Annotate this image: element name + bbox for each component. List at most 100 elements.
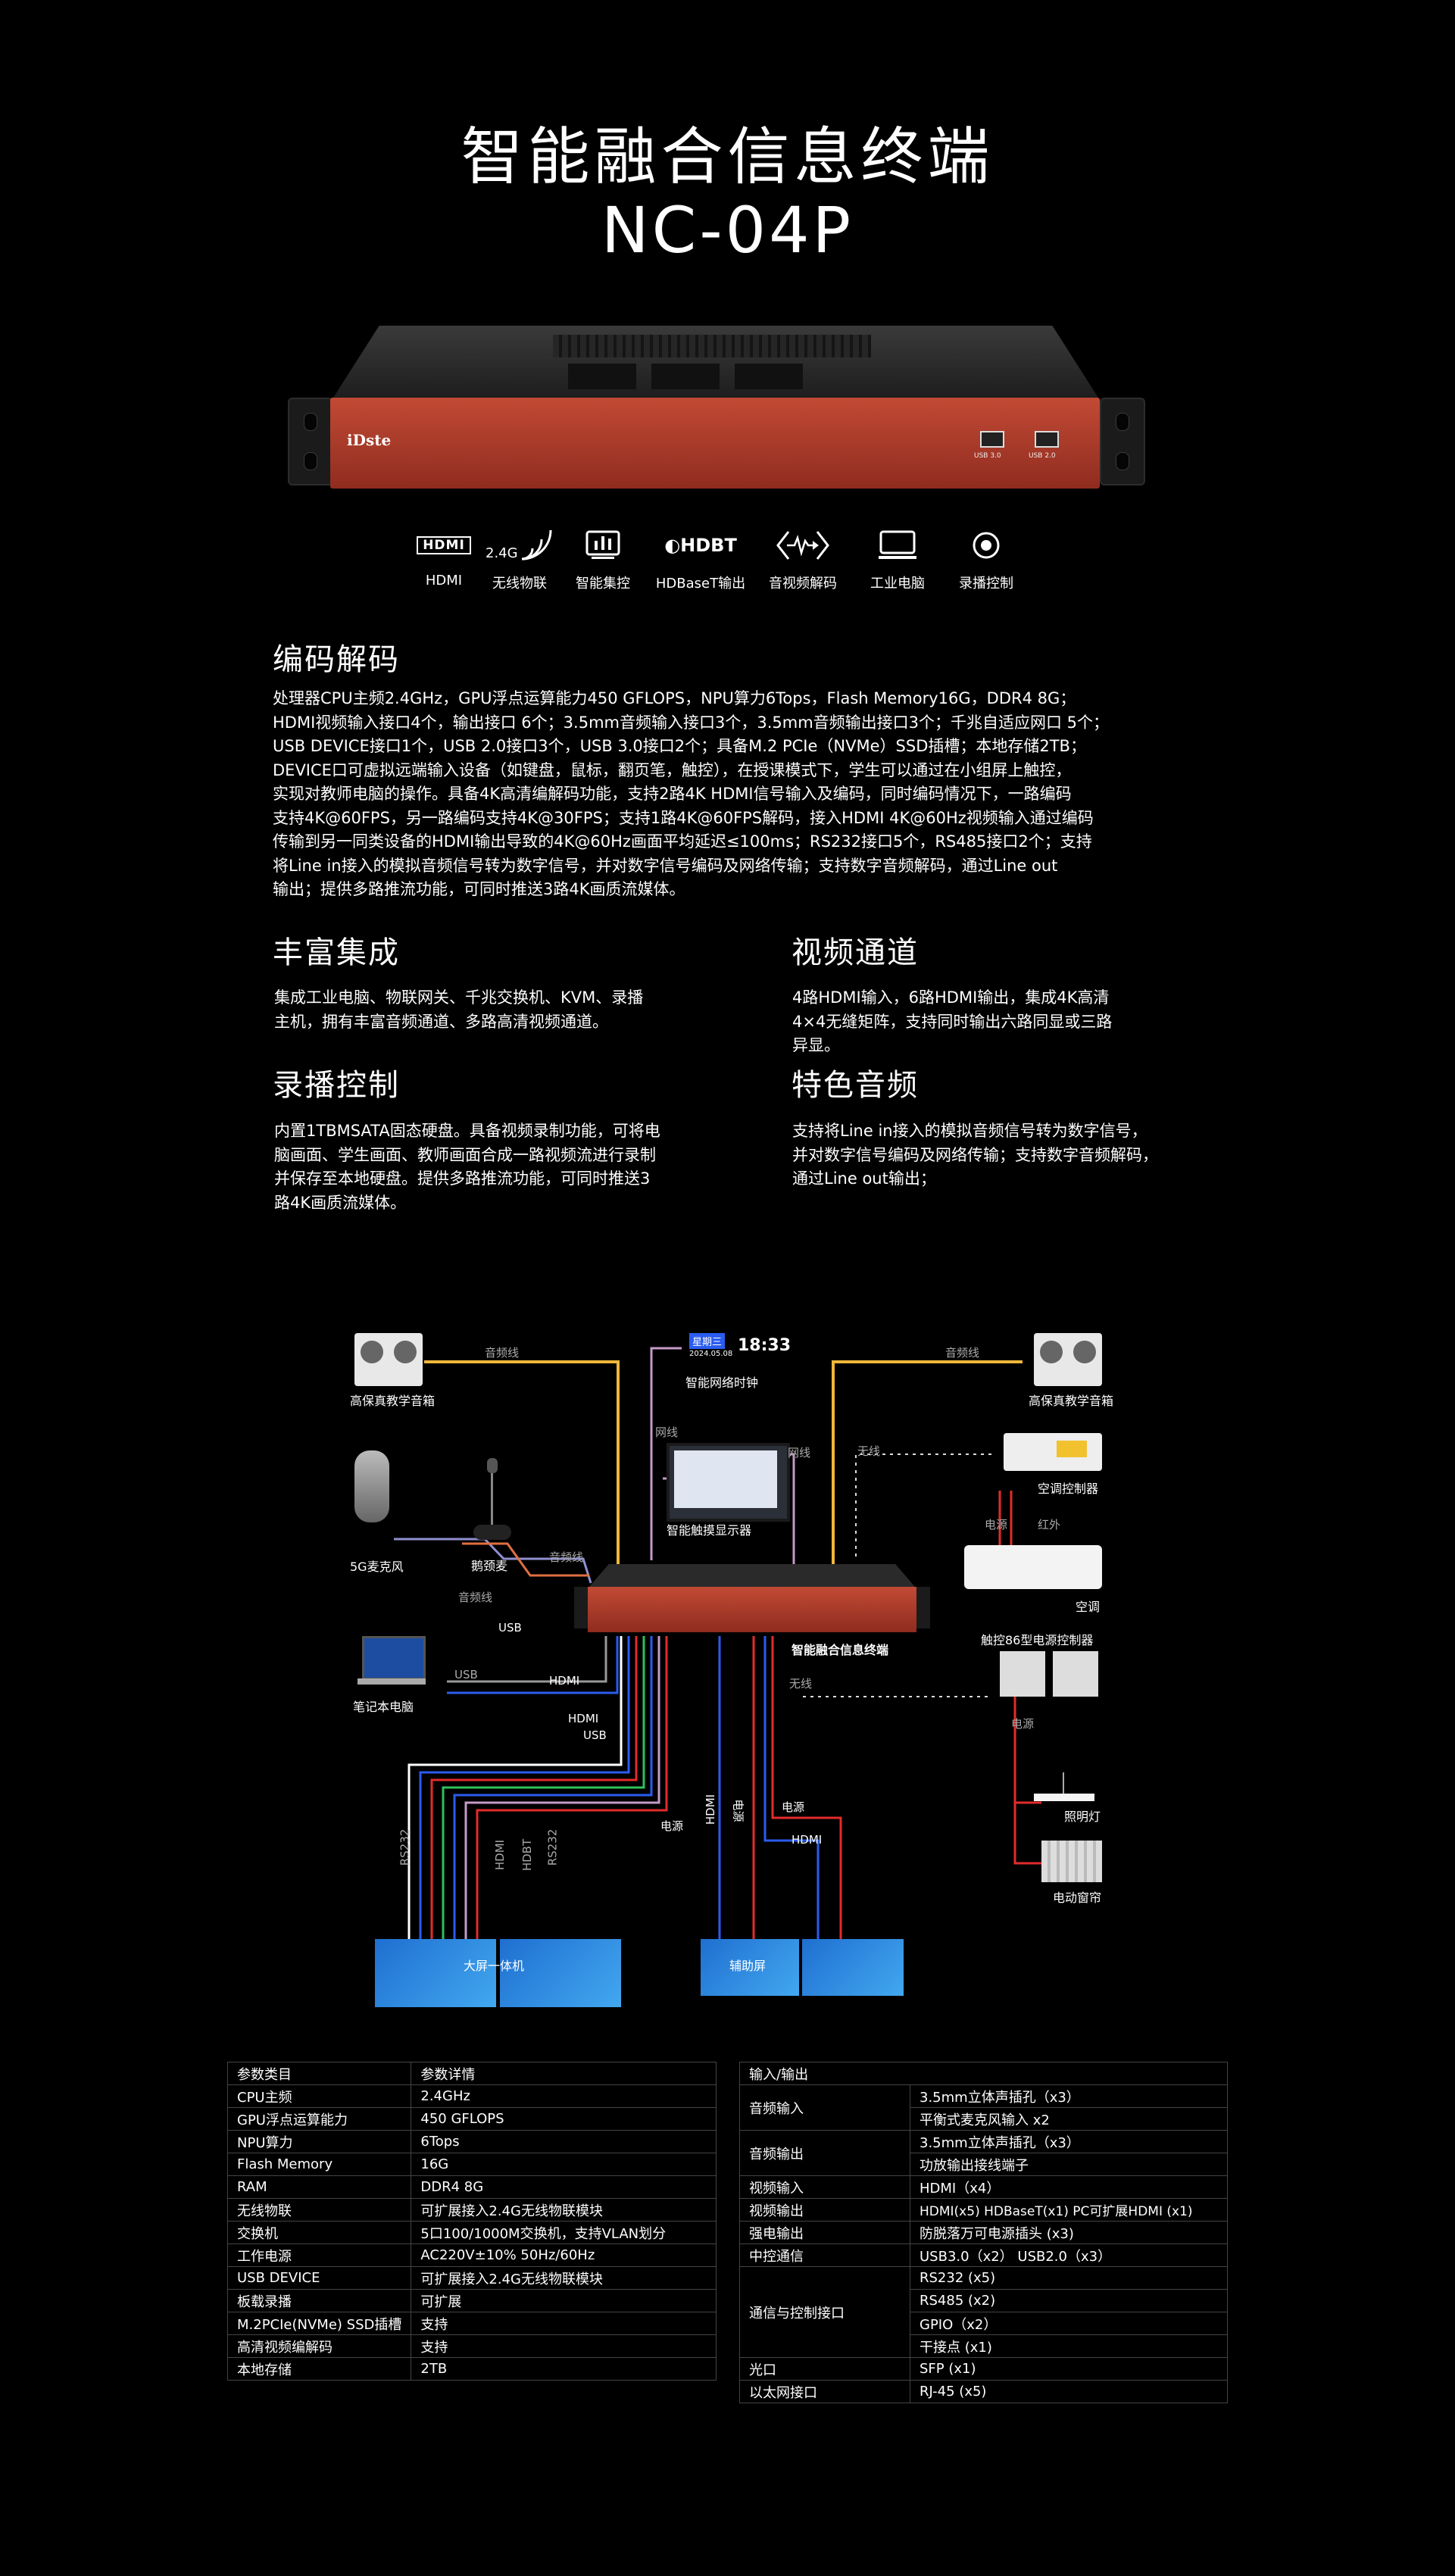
big-screen-caption: 大屏一体机: [464, 1959, 525, 1973]
wire-label-power-aux: 电源: [782, 1800, 805, 1814]
hdmi-icon: HDMI: [417, 536, 471, 554]
table-row: M.2PCIe(NVMe) SSD插槽支持: [226, 2312, 717, 2335]
section-title-audio: 特色音频: [792, 1068, 919, 1103]
laptop-label: 笔记本电脑: [353, 1700, 414, 1714]
av-codec-icon: [776, 531, 829, 560]
record-icon: [973, 532, 1000, 559]
product-title: 智能融合信息终端: [461, 121, 994, 193]
section-body-video: 4路HDMI输入，6路HDMI输出，集成4K高清 4×4无缝矩阵，支持同时输出六…: [792, 988, 1113, 1054]
touch-display-label: 智能触摸显示器: [667, 1523, 752, 1538]
gooseneck-label: 鹅颈麦: [471, 1559, 508, 1573]
smart-control-icon: [585, 530, 620, 559]
table-row: 功放输出接线端子: [740, 2153, 1228, 2176]
lighting: [1034, 1772, 1094, 1803]
product-model: NC-04P: [601, 193, 854, 267]
wire-label-audio-left: 音频线: [485, 1346, 520, 1360]
aux-screen-caption: 辅助屏: [729, 1959, 767, 1973]
curtain: [1041, 1841, 1102, 1882]
wire-label-hdmi-bundle: HDMI: [493, 1839, 507, 1871]
device-front-panel: iDste USB 3.0 USB 2.0: [330, 398, 1100, 489]
feature-hdmi: HDMI HDMI: [387, 523, 501, 589]
touch-display: [667, 1443, 790, 1522]
aux-screen: [701, 1939, 905, 1996]
device-top: [333, 326, 1098, 398]
wire-label-usb-3: USB: [583, 1728, 607, 1742]
usb-label-2: USB 2.0: [1029, 452, 1056, 460]
wire-label-audio-5g: 音频线: [458, 1591, 493, 1604]
network-clock: 星期三 2024.05.08 18:33: [689, 1333, 791, 1365]
laptop: [358, 1636, 426, 1689]
terminal-device: [574, 1564, 930, 1640]
wire-label-power-ac: 电源: [985, 1518, 1008, 1532]
wire-label-wireless-bottom: 无线: [789, 1677, 813, 1691]
wire-label-hdbt: HDBT: [520, 1838, 535, 1872]
table-row: 高清视频编解码支持: [226, 2334, 717, 2358]
curtain-label: 电动窗帘: [1053, 1891, 1102, 1905]
big-screen: [375, 1939, 621, 2007]
speaker-left: [354, 1333, 423, 1386]
feature-smart-control: 智能集控: [546, 523, 660, 592]
table-row: 板载录播可扩展: [226, 2289, 717, 2312]
speaker-left-label: 高保真教学音箱: [350, 1394, 436, 1408]
section-body-integration: 集成工业电脑、物联网关、千兆交换机、KVM、录播 主机，拥有丰富音频通道、多路高…: [274, 988, 644, 1031]
air-conditioner: [964, 1545, 1102, 1589]
table-row: 无线物联可扩展接入2.4G无线物联模块: [226, 2198, 717, 2222]
gooseneck-mic: [473, 1458, 511, 1541]
io-header: 输入/输出: [739, 2062, 1228, 2085]
terminal-label: 智能融合信息终端: [792, 1643, 889, 1657]
rack-ear-left: [288, 398, 333, 486]
spec-header-category: 参数类目: [226, 2062, 412, 2085]
usb-port-2: [1035, 431, 1059, 448]
wire-label-hdmi-2: HDMI: [568, 1712, 599, 1725]
speaker-right-label: 高保真教学音箱: [1029, 1394, 1114, 1408]
section-title-recording: 录播控制: [273, 1068, 400, 1103]
spec-header-detail: 参数详情: [411, 2062, 717, 2085]
wire-label-hdmi-aux: HDMI: [792, 1833, 823, 1847]
feature-hdbaset: ◐HDBT HDBaseT输出: [655, 535, 746, 592]
wire-label-audio-mic: 音频线: [549, 1550, 584, 1564]
wire-label-power-panel: 电源: [1011, 1717, 1035, 1731]
industrial-pc-icon: [879, 530, 916, 559]
section-body-audio: 支持将Line in接入的模拟音频信号转为数字信号， 并对数字信号编码及网络传输…: [792, 1122, 1158, 1188]
table-row: 强电输出防脱落万可电源插头 (x3): [739, 2221, 1228, 2244]
touch-panel: [1000, 1651, 1101, 1697]
clock-label: 智能网络时钟: [685, 1375, 759, 1390]
table-row: RS485 (x2): [740, 2289, 1228, 2312]
wire-label-network-right: 网线: [788, 1446, 811, 1460]
wireless-24g-icon: 2.4G: [486, 524, 554, 567]
hdbaset-icon: ◐HDBT: [664, 535, 737, 556]
diagram-wires: [394, 1347, 1041, 1939]
wire-label-network-left: 网线: [655, 1425, 679, 1439]
feature-industrial-pc: 工业电脑: [841, 523, 954, 592]
wire-label-usb-2: USB: [454, 1668, 478, 1681]
wire-label-rs232: RS232: [398, 1828, 412, 1866]
speaker-right: [1034, 1333, 1102, 1386]
lighting-label: 照明灯: [1064, 1809, 1101, 1824]
wire-label-usb-1: USB: [498, 1621, 522, 1635]
section-body-codec: 处理器CPU主频2.4GHz，GPU浮点运算能力450 GFLOPS，NPU算力…: [273, 689, 1110, 898]
connection-diagram: 高保真教学音箱 高保真教学音箱 星期三 2024.05.08 18:33 智能网…: [333, 1303, 1121, 2007]
section-body-recording: 内置1TBMSATA固态硬盘。具备视频录制功能，可将电 脑画面、学生画面、教师画…: [274, 1122, 660, 1212]
feature-record: 录播控制: [929, 523, 1043, 592]
wire-label-power-vertical: 电源: [731, 1799, 745, 1822]
wire-label-power-mid: 电源: [660, 1819, 684, 1833]
section-title-codec: 编码解码: [273, 642, 400, 677]
wire-label-rs232-2: RS232: [545, 1828, 560, 1866]
wire-label-wireless-top: 无线: [857, 1444, 881, 1458]
